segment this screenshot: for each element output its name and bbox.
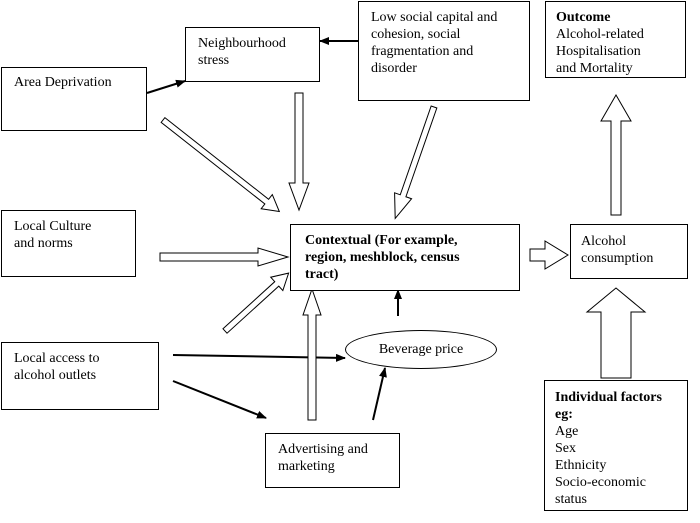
block-arrow-stress-to-contextual — [288, 92, 310, 212]
box-contextual: Contextual (For example, region, meshblo… — [290, 224, 520, 291]
block-arrow-access-to-contextual — [222, 272, 290, 334]
outcome-label: Alcohol-related Hospitalisation and Mort… — [556, 27, 644, 76]
individual-factors-list: Age Sex Ethnicity Socio-economic status — [555, 424, 646, 507]
block-arrow-advertising-to-contextual — [302, 287, 322, 421]
arrow-access-to-advertising — [172, 380, 267, 419]
box-local-culture: Local Culture and norms — [1, 210, 136, 277]
box-area-deprivation: Area Deprivation — [1, 67, 147, 131]
block-arrow-contextual-to-consumption — [529, 240, 569, 270]
area-deprivation-label: Area Deprivation — [14, 75, 112, 90]
alcohol-consumption-label: Alcohol consumption — [581, 234, 654, 266]
box-low-social-capital: Low social capital and cohesion, social … — [358, 1, 530, 101]
box-neighbourhood-stress: Neighbourhood stress — [185, 27, 320, 82]
arrow-deprivation-to-stress — [146, 79, 186, 94]
arrow-access-to-price — [172, 353, 346, 362]
beverage-price-label: Beverage price — [378, 341, 464, 357]
box-outcome: Outcome Alcohol-related Hospitalisation … — [545, 1, 686, 78]
local-access-label: Local access to alcohol outlets — [14, 351, 100, 383]
individual-factors-title: Individual factors eg: — [555, 390, 662, 422]
box-local-access: Local access to alcohol outlets — [1, 342, 159, 410]
box-alcohol-consumption: Alcohol consumption — [570, 224, 688, 279]
box-advertising: Advertising and marketing — [265, 433, 400, 488]
block-arrow-individual-to-consumption — [585, 287, 647, 379]
low-social-capital-label: Low social capital and cohesion, social … — [371, 10, 498, 76]
arrow-advertising-to-price — [372, 367, 387, 421]
block-arrow-social-to-contextual — [394, 105, 438, 220]
box-individual-factors: Individual factors eg: Age Sex Ethnicity… — [544, 380, 688, 511]
ellipse-beverage-price: Beverage price — [345, 330, 497, 369]
advertising-label: Advertising and marketing — [278, 442, 368, 474]
contextual-label: Contextual (For example, region, meshblo… — [305, 233, 460, 282]
block-arrow-deprivation-to-contextual — [160, 116, 281, 213]
outcome-title: Outcome — [556, 10, 611, 25]
neighbourhood-stress-label: Neighbourhood stress — [198, 36, 286, 68]
block-arrow-culture-to-contextual — [159, 247, 290, 267]
block-arrow-consumption-to-outcome — [600, 93, 632, 216]
local-culture-label: Local Culture and norms — [14, 219, 92, 251]
